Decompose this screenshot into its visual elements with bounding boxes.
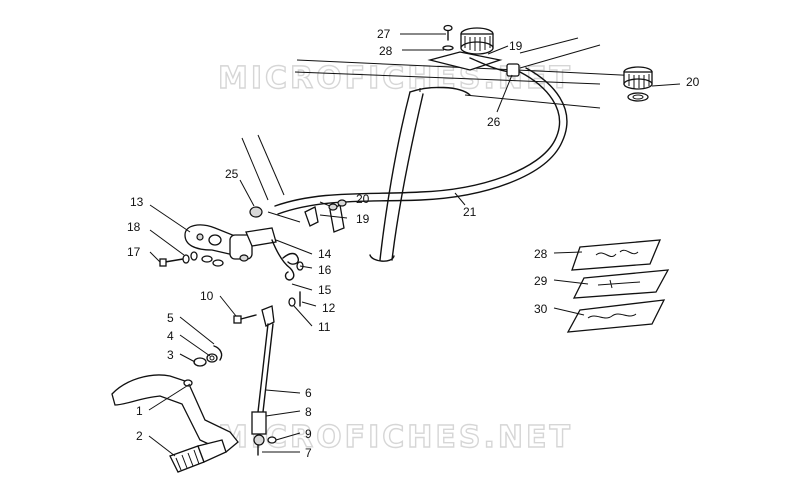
callout-12: 12 <box>322 301 336 315</box>
callout-18: 18 <box>127 220 141 234</box>
linkage-small-parts <box>233 239 304 324</box>
watermark-top: MICROFICHES.NET <box>218 61 573 96</box>
watermark-bottom: MICROFICHES.NET <box>218 420 573 455</box>
reservoir-cap <box>623 66 653 102</box>
callout-4: 4 <box>167 329 174 343</box>
pushrod-6 <box>251 305 277 456</box>
brake-pedal <box>111 345 239 453</box>
foot-peg <box>169 439 227 473</box>
bracket-19 <box>304 199 347 233</box>
callout-3: 3 <box>167 348 174 362</box>
callout-25-left: 25 <box>225 167 239 181</box>
callout-20: 20 <box>356 192 370 206</box>
reservoir-assembly <box>427 24 520 77</box>
fitting-25-left <box>249 206 263 218</box>
callouts: 27 28 19 20 26 25 21 20 19 13 18 17 14 1… <box>127 27 700 460</box>
callout-27: 28 <box>379 44 393 58</box>
callout-23: 20 <box>686 75 700 89</box>
callout-8: 8 <box>305 405 312 419</box>
frame-tube <box>369 86 471 262</box>
callout-14: 14 <box>318 247 332 261</box>
callout-21: 19 <box>509 39 523 53</box>
callout-10: 10 <box>200 289 214 303</box>
callout-6: 6 <box>305 386 312 400</box>
master-cylinder <box>159 224 277 267</box>
callout-26: 27 <box>377 27 391 41</box>
leader-lines <box>148 33 681 457</box>
callout-28: 28 <box>534 247 548 261</box>
callout-15: 15 <box>318 283 332 297</box>
callout-16: 16 <box>318 263 332 277</box>
callout-11: 11 <box>318 320 331 334</box>
callout-2: 2 <box>136 429 143 443</box>
callout-13: 13 <box>130 195 144 209</box>
callout-5: 5 <box>167 311 174 325</box>
callout-19: 19 <box>356 212 370 226</box>
callout-1: 1 <box>136 404 143 418</box>
callout-17: 17 <box>127 245 141 259</box>
callout-24: 21 <box>463 205 477 219</box>
callout-30: 30 <box>534 302 548 316</box>
callout-9: 9 <box>305 427 312 441</box>
callout-29: 29 <box>534 274 548 288</box>
callout-7: 7 <box>305 446 312 460</box>
frame-lines <box>241 37 641 223</box>
kit-bags <box>566 239 670 333</box>
callout-25-top: 26 <box>487 115 501 129</box>
